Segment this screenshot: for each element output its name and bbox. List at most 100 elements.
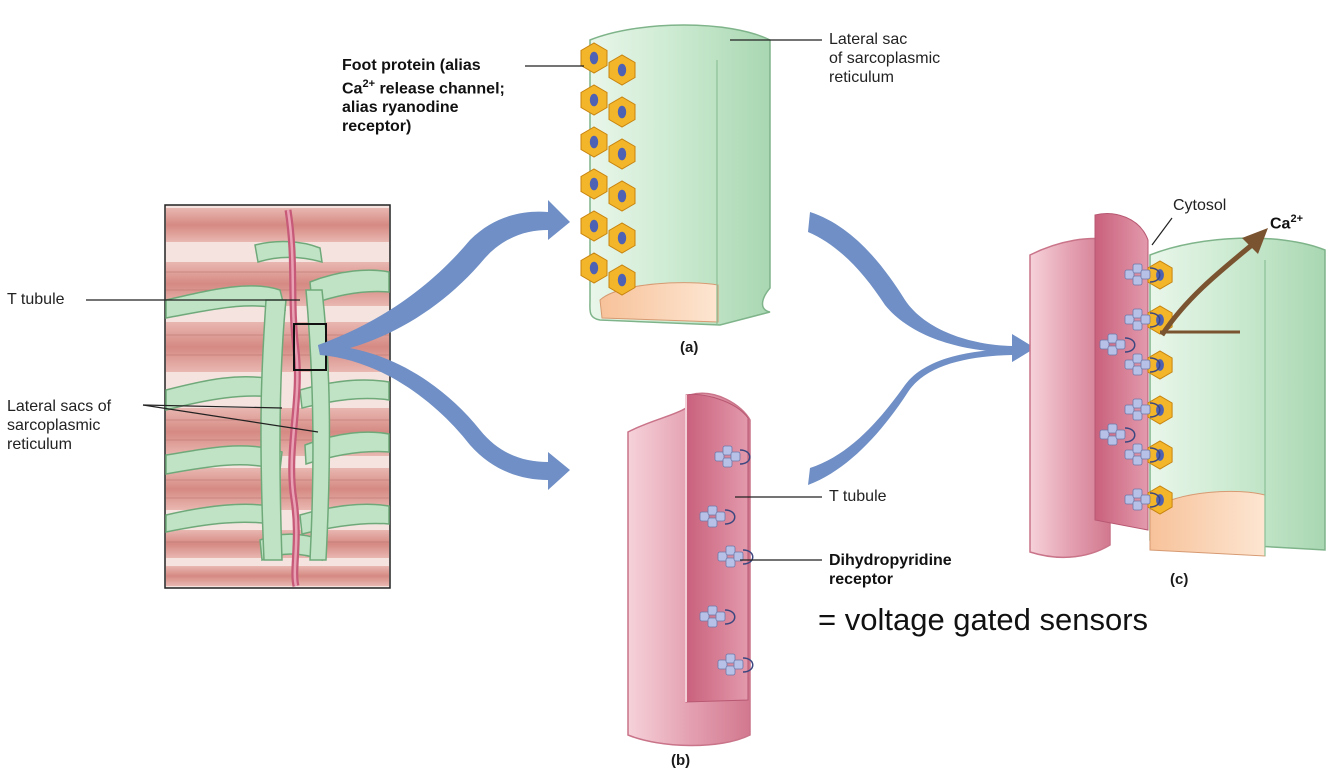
dhp-receptor-subunit-icon [699,611,710,622]
dhp-receptor-subunit-icon [707,605,718,616]
dhp-receptor-subunit-icon [1132,500,1143,511]
dhp-receptor-loop-icon [739,449,751,465]
dhp-receptor-subunit-icon [725,557,736,568]
dhp-receptor-subunit-icon [1132,275,1143,286]
panel-a-label: (a) [680,339,699,356]
foot-protein-pore-icon [589,93,599,107]
arrow-to-panel-a [318,200,570,355]
dhp-receptor-subunit-icon [1115,339,1126,350]
foot-protein-pore-icon [617,63,627,77]
voltage-sensor-caption: = voltage gated sensors [818,602,1149,637]
dhp-receptor-subunit-icon [1115,429,1126,440]
dhp-receptor-subunit-icon [725,665,736,676]
dhp-receptor-loop-icon [1149,357,1161,373]
ca-ion-label: Ca2+ [1270,210,1303,233]
left-leader-lines [86,299,319,433]
cytosol-leader-line [1151,217,1173,246]
dhp-receptor-subunit-icon [1132,365,1143,376]
foot-protein-group-a [580,42,636,296]
t-tubule-label-b: T tubule [829,488,887,505]
dhp-receptor-loop-icon [1149,447,1161,463]
dhp-receptor-subunit-icon [1132,410,1143,421]
dhp-receptor-subunit-icon [715,611,726,622]
dhp-receptor-loop-icon [1149,492,1161,508]
dhp-receptor-subunit-icon [1107,333,1118,344]
dhp-receptor-subunit-icon [733,551,744,562]
dhp-receptor-subunit-icon [1124,269,1135,280]
dhp-receptor-subunit-icon [1140,404,1151,415]
dhp-receptor-subunit-icon [725,545,736,556]
dhp-receptor-subunit-icon [1140,269,1151,280]
dhp-receptor-loop-icon [1124,337,1136,353]
foot-protein-pore-icon [617,273,627,287]
dhp-receptor-subunit-icon [717,551,728,562]
foot-protein-superscript: 2+ [362,78,375,90]
dhp-receptor-subunit-icon [1140,494,1151,505]
ca-release-arrowhead [1242,228,1268,254]
dhp-receptor-subunit-icon [1132,455,1143,466]
dhp-receptor-subunit-icon [714,451,725,462]
foot-protein-label: Foot protein (alias Ca2+ release channel… [342,56,505,136]
foot-protein-pore-icon [617,189,627,203]
dhp-receptor-subunit-icon [707,617,718,628]
dhp-receptor-subunit-icon [1132,398,1143,409]
dhp-receptor-loop-icon [724,509,736,525]
dhp-receptor-subunit-icon [699,511,710,522]
arrow-to-panel-b [318,345,570,490]
dhp-receptor-subunit-icon [1124,359,1135,370]
dhp-receptor-subunit-icon [1132,443,1143,454]
foot-protein-pore-icon [617,147,627,161]
dhp-receptor-subunit-icon [1140,359,1151,370]
lateral-sac-cylinder [589,24,771,326]
dhp-receptor-subunit-icon [730,451,741,462]
dhp-receptor-group-c [1099,263,1161,511]
dhp-receptor-label: Dihydropyridine receptor [829,552,952,588]
dhp-receptor-subunit-icon [1140,449,1151,460]
panel-b-label: (b) [671,752,691,769]
cytosol-label: Cytosol [1173,197,1227,214]
dhp-receptor-subunit-icon [1107,423,1118,434]
foot-protein-pore-icon [589,219,599,233]
foot-protein-pore-icon [617,105,627,119]
foot-protein-pore-icon [589,177,599,191]
dhp-receptor-subunit-icon [1124,449,1135,460]
dhp-receptor-subunit-icon [715,511,726,522]
panel-a-leader-lines [525,39,822,67]
dhp-receptor-subunit-icon [1132,488,1143,499]
dhp-receptor-subunit-icon [707,517,718,528]
dhp-receptor-subunit-icon [725,653,736,664]
foot-protein-pore-icon [617,231,627,245]
dhp-receptor-subunit-icon [707,505,718,516]
dhp-receptor-subunit-icon [1099,339,1110,350]
foot-protein-pore-icon [589,261,599,275]
dhp-receptor-subunit-icon [1099,429,1110,440]
dhp-receptor-subunit-icon [1124,314,1135,325]
dhp-receptor-subunit-icon [1107,435,1118,446]
dhp-receptor-subunit-icon [722,445,733,456]
dhp-receptor-loop-icon [742,549,754,565]
dhp-receptor-group-b [699,445,754,676]
t-tubule-label-left: T tubule [7,291,65,308]
arrow-a-to-c [808,212,1035,362]
ca-release-arrow [1159,238,1260,337]
dhp-receptor-subunit-icon [1140,314,1151,325]
dhp-receptor-subunit-icon [717,659,728,670]
panel-c-label: (c) [1170,571,1189,588]
dhp-receptor-subunit-icon [1124,494,1135,505]
muscle-fiber-panel [164,204,391,589]
dhp-receptor-loop-icon [742,657,754,673]
foot-protein-label-part2: release channel; alias ryanodine recepto… [342,80,505,136]
dhp-receptor-loop-icon [1149,312,1161,328]
foot-protein-label-part1: Foot protein (alias Ca [342,57,481,98]
dhp-receptor-subunit-icon [733,659,744,670]
dhp-receptor-subunit-icon [1132,353,1143,364]
t-tubule-cylinder [627,392,751,747]
ca-ion-superscript: 2+ [1290,213,1303,225]
ca-ion-base: Ca [1270,215,1291,233]
arrow-b-to-c [808,340,1035,485]
dhp-receptor-subunit-icon [1132,263,1143,274]
dhp-receptor-subunit-icon [1132,308,1143,319]
dhp-receptor-subunit-icon [1107,345,1118,356]
